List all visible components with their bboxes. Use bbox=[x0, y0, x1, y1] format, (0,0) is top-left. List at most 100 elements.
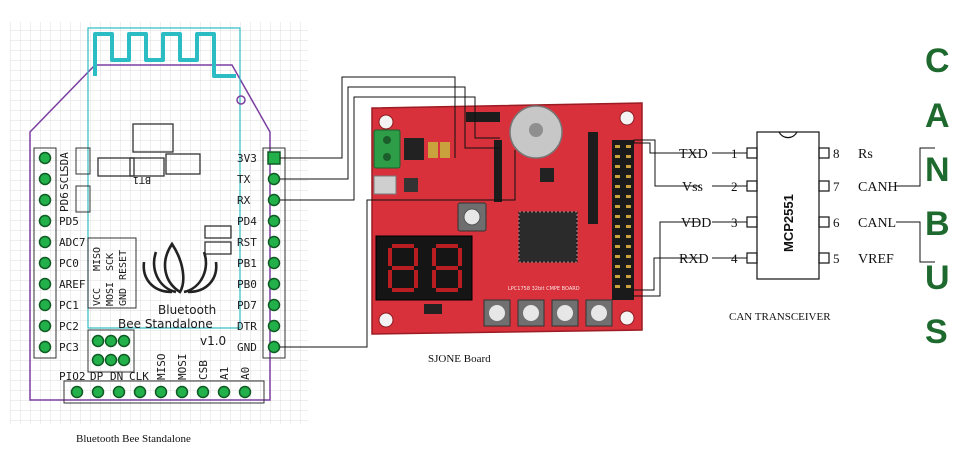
component-outline bbox=[204, 241, 232, 255]
mcp2551-transceiver: MCP2551 TXD 1 Vss 2 VDD 3 RXD 4 8 Rs 7 C… bbox=[679, 131, 898, 280]
wire-canh bbox=[896, 147, 935, 187]
pin-label-csb: CSB bbox=[197, 360, 210, 380]
pin-label-pd5: PD5 bbox=[59, 215, 79, 228]
pin-label-pc3: PC3 bbox=[59, 341, 79, 354]
pin-num-5: 5 bbox=[833, 251, 840, 266]
left-header-pads bbox=[38, 151, 52, 354]
canbus-letter: A bbox=[925, 97, 950, 135]
pin-name-vss: Vss bbox=[682, 180, 703, 195]
wire-rxd bbox=[634, 257, 700, 291]
pin-label-dn: DN bbox=[110, 370, 123, 383]
bluetooth-bee-module: BT1 Bluetooth Bee Standalone v1.0 VCC MI… bbox=[10, 22, 308, 424]
pin-label-pc1: PC1 bbox=[59, 299, 79, 312]
pin-label-tx: TX bbox=[237, 173, 251, 186]
pin-label-scl: SCL bbox=[58, 170, 71, 190]
pin-label-pd6: PD6 bbox=[58, 192, 71, 212]
left-pin-labels: SDA SCL PD6 PD5 ADC7 PC0 AREF PC1 PC2 PC… bbox=[58, 152, 86, 354]
isp-label: SCK bbox=[105, 253, 116, 271]
bee-caption: Bluetooth Bee Standalone bbox=[76, 433, 191, 445]
wire-rx bbox=[280, 96, 500, 201]
bottom-pin-labels: PIO2 DP DN CLK MISO MOSI CSB A1 A0 bbox=[59, 354, 252, 384]
component-outline bbox=[204, 225, 232, 239]
component-outline bbox=[165, 153, 201, 175]
mcp-left-pins bbox=[746, 147, 758, 264]
canbus-letter: B bbox=[925, 205, 950, 243]
pin-label-pc2: PC2 bbox=[59, 320, 79, 333]
wire-3v3 bbox=[280, 76, 456, 159]
component-outline bbox=[129, 157, 165, 177]
pin-label-a0: A0 bbox=[239, 367, 252, 380]
digit-left bbox=[388, 244, 418, 292]
right-pin-labels: 3V3 TX RX PD4 RST PB1 PB0 PD7 DTR GND bbox=[237, 152, 257, 354]
expansion-header-pins bbox=[615, 145, 631, 288]
pin-label-gnd: GND bbox=[237, 341, 257, 354]
schematic-grid bbox=[10, 22, 308, 424]
pin-num-8: 8 bbox=[833, 146, 840, 161]
can-bus-lines bbox=[896, 147, 935, 263]
canbus-label: C A N B U S bbox=[925, 42, 950, 351]
mcp-chip-name: MCP2551 bbox=[781, 194, 796, 252]
silk-bt1: BT1 bbox=[133, 174, 151, 185]
wire-canl bbox=[896, 221, 935, 263]
left-header-outline bbox=[33, 147, 57, 359]
right-header-pads bbox=[267, 151, 281, 354]
usb-connector bbox=[373, 175, 397, 195]
bee-title-line2: Bee Standalone bbox=[118, 317, 213, 331]
isp-header bbox=[87, 329, 135, 373]
wire-vss bbox=[633, 139, 700, 187]
isp-label: RESET bbox=[118, 250, 129, 280]
pin-label-sda: SDA bbox=[58, 152, 71, 172]
top-pin-header bbox=[466, 112, 500, 122]
pin-label-3v3: 3V3 bbox=[237, 152, 257, 165]
pin-label-rx: RX bbox=[237, 194, 251, 207]
pin-name-canh: CANH bbox=[858, 180, 898, 195]
canbus-letter: N bbox=[925, 151, 950, 189]
mount-hole bbox=[236, 95, 246, 105]
pin-label-clk: CLK bbox=[129, 370, 149, 383]
pin-label-pd7: PD7 bbox=[237, 299, 257, 312]
canbus-letter: C bbox=[925, 42, 950, 80]
isp-header-pads bbox=[91, 334, 131, 367]
wire-vdd bbox=[630, 221, 700, 297]
board-outline bbox=[29, 64, 271, 401]
pin-label-pb0: PB0 bbox=[237, 278, 257, 291]
pin-label-pb1: PB1 bbox=[237, 257, 257, 270]
right-header-outline bbox=[262, 147, 286, 359]
component-outline bbox=[75, 147, 91, 175]
expansion-header bbox=[612, 140, 634, 300]
wire-tx bbox=[280, 86, 500, 180]
antenna-trace bbox=[93, 32, 236, 78]
mcp-notch bbox=[778, 131, 798, 139]
component-outline bbox=[97, 157, 135, 177]
pin-name-rs: Rs bbox=[858, 147, 873, 162]
pin-label-dtr: DTR bbox=[237, 320, 257, 333]
power-terminal bbox=[373, 129, 401, 169]
pin-name-vref: VREF bbox=[858, 252, 894, 267]
bee-version: v1.0 bbox=[200, 334, 226, 348]
antenna-module-outline bbox=[87, 27, 241, 329]
wire-gnd bbox=[280, 150, 516, 348]
sjone-silk-text: LPC1758 32bit CMPE BOARD bbox=[508, 286, 580, 292]
component-outline bbox=[132, 123, 174, 153]
pin-name-txd: TXD bbox=[679, 147, 708, 162]
canbus-letter: S bbox=[925, 313, 948, 351]
user-buttons bbox=[483, 299, 613, 327]
mcp-chip-body bbox=[756, 131, 820, 280]
isp-label: GND bbox=[118, 288, 129, 306]
pin-name-canl: CANL bbox=[858, 216, 896, 231]
pin-name-vdd: VDD bbox=[681, 216, 711, 231]
sjone-caption: SJONE Board bbox=[428, 353, 491, 365]
mcp-right-pins bbox=[818, 147, 830, 264]
pin-label-a1: A1 bbox=[218, 367, 231, 380]
isp-label: VCC bbox=[92, 288, 103, 306]
pin-label-adc7: ADC7 bbox=[59, 236, 86, 249]
pin-label-aref: AREF bbox=[59, 278, 86, 291]
bee-title-line1: Bluetooth bbox=[158, 303, 216, 317]
wires-bee-to-sjone bbox=[280, 76, 516, 348]
wires-sjone-to-mcp bbox=[630, 139, 700, 297]
pin-label-pio2: PIO2 bbox=[59, 370, 86, 383]
sjone-board: 88 LPC1758 32bit CMPE bbox=[371, 102, 643, 335]
isp-labels: VCC MISO MOSI SCK GND RESET bbox=[92, 247, 129, 306]
seeed-logo bbox=[142, 241, 218, 294]
